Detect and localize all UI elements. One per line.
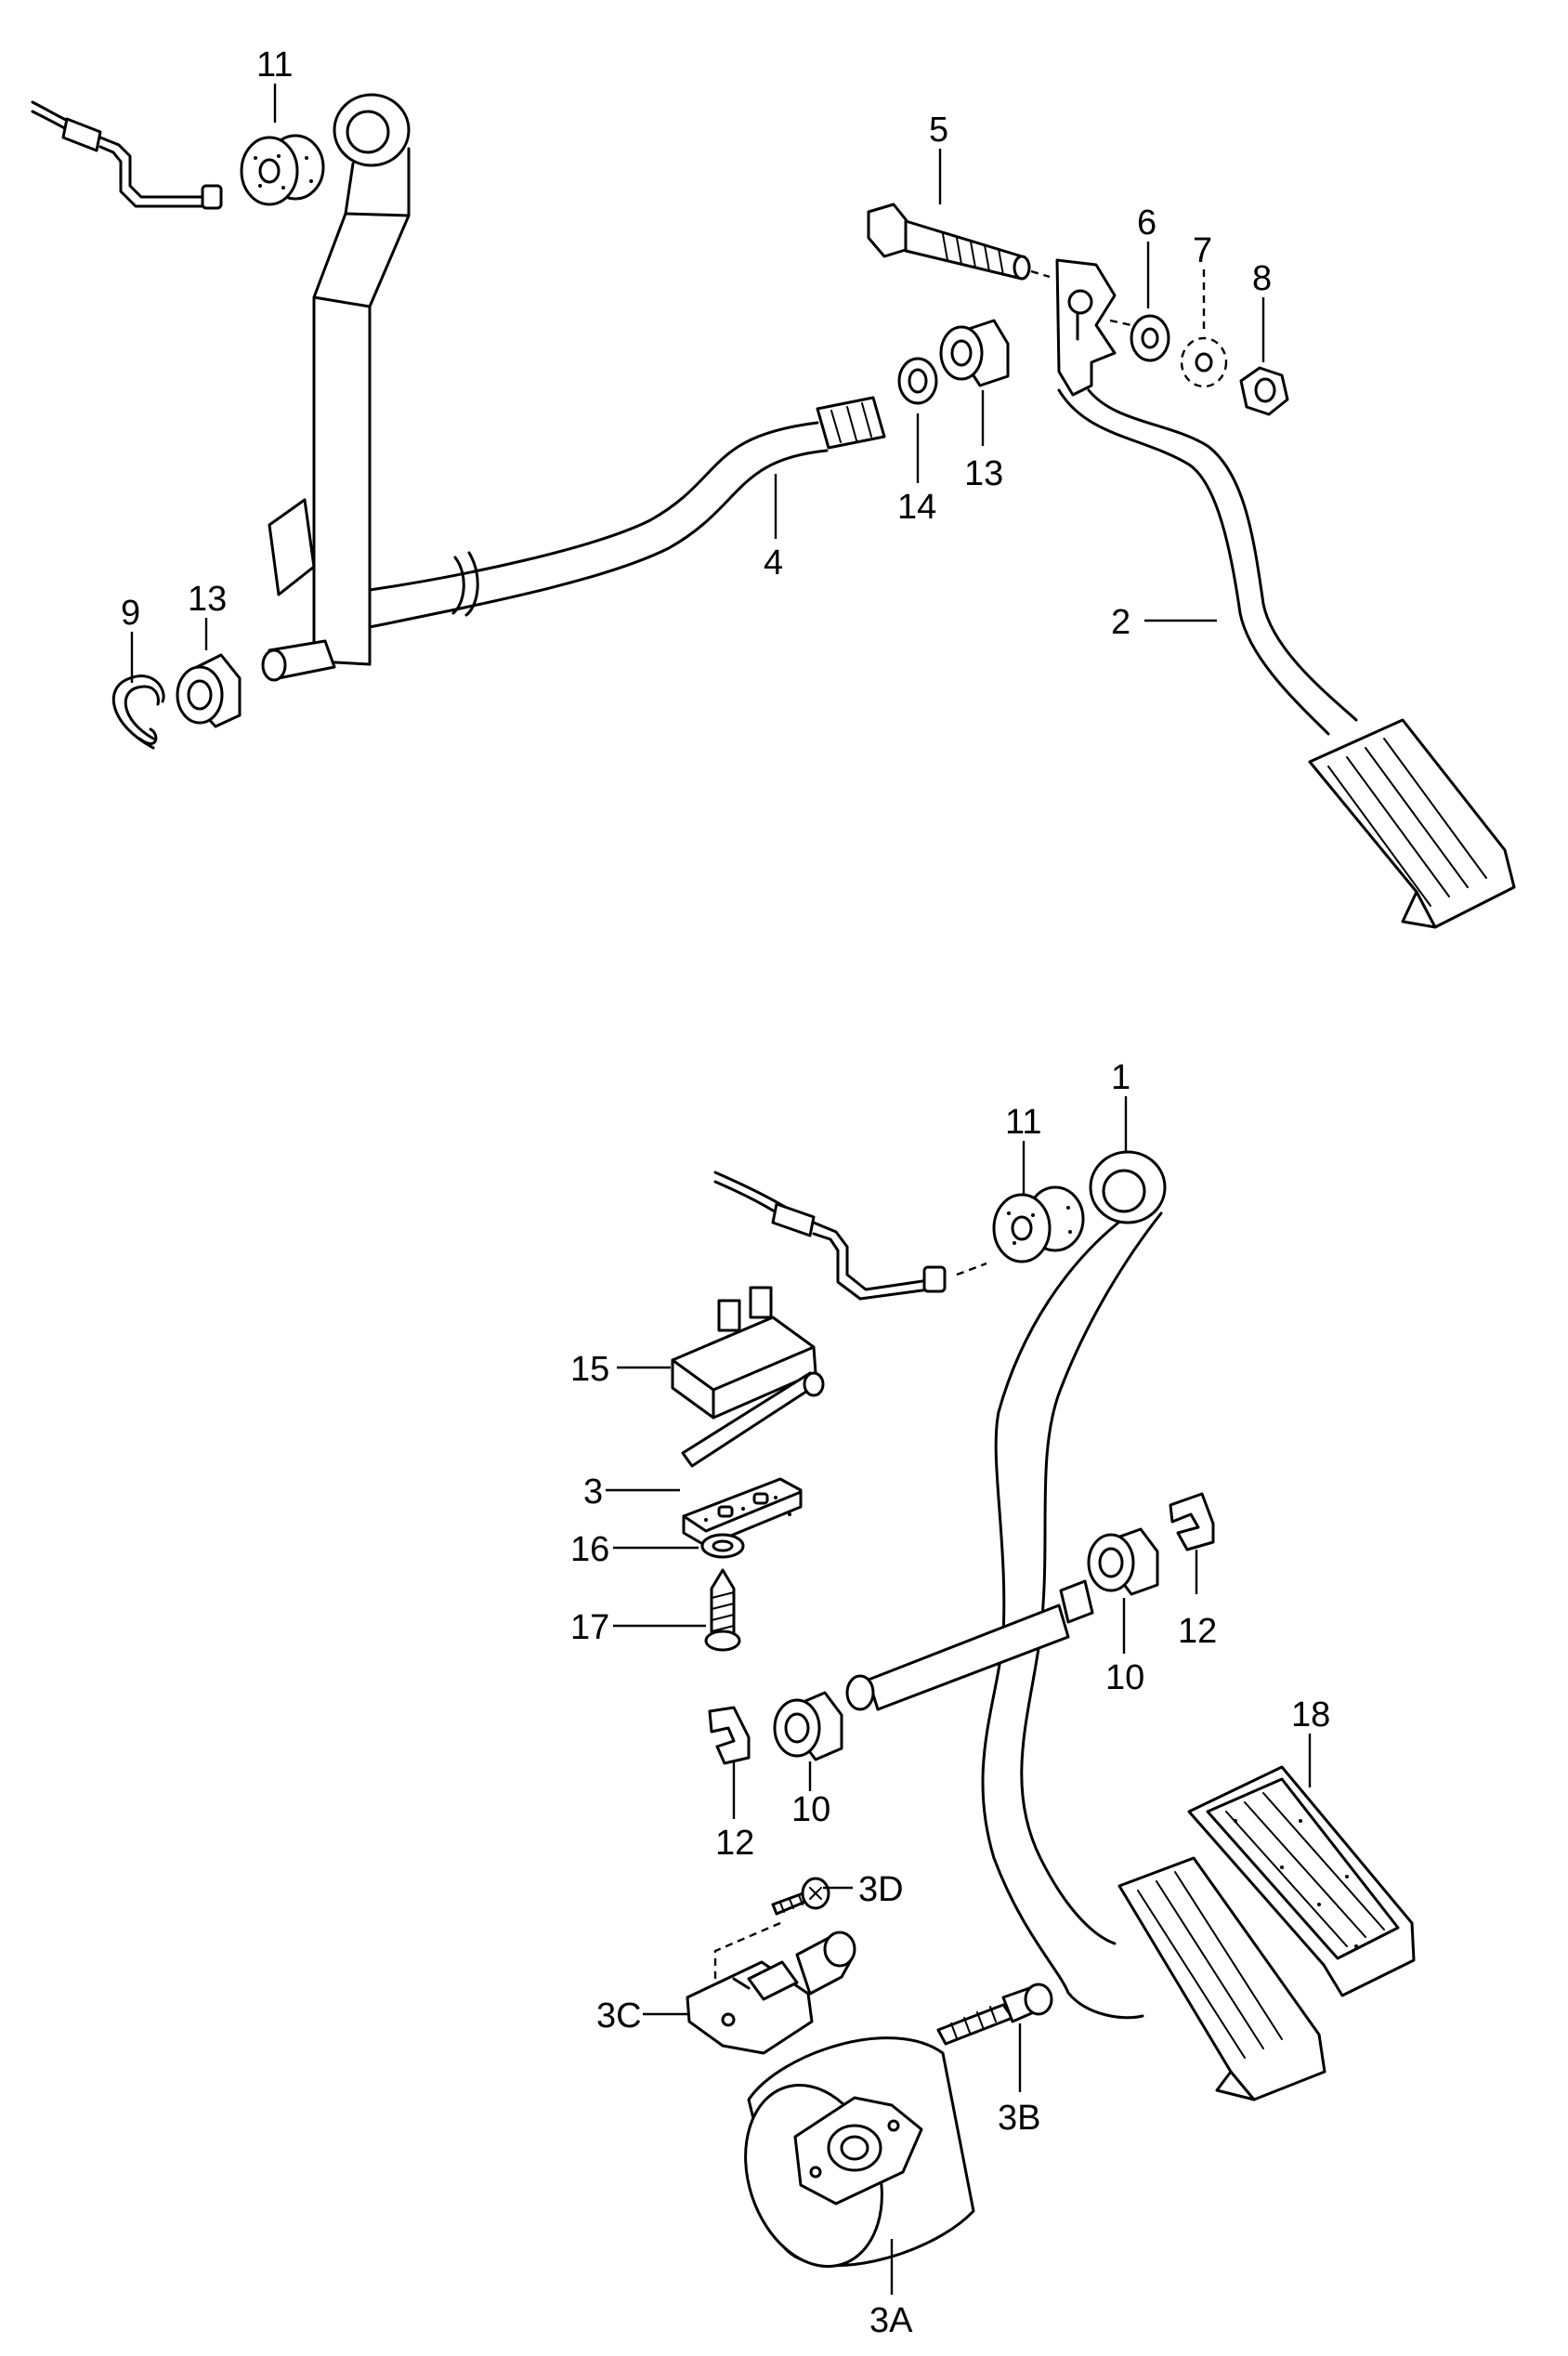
callout-3c: 3C: [596, 1996, 642, 2035]
screw-17: [704, 1568, 741, 1652]
callout-1: 1: [1111, 1058, 1130, 1097]
washer-16: [700, 1533, 745, 1559]
throttle-cable-bottom: [713, 1171, 987, 1301]
pedal-lever-arm: [268, 93, 411, 666]
callout-12-left: 12: [715, 1824, 754, 1863]
top-assembly: 11 5 6 7 8 14 13 4 2 9 13: [31, 46, 1516, 929]
clip-12-left: [708, 1706, 751, 1765]
pedal-shaft-4: [261, 396, 886, 682]
bolt-5: [867, 203, 1051, 281]
bushing-10-left: [773, 1691, 843, 1761]
callout-12-right: 12: [1178, 1612, 1217, 1651]
callout-10-right: 10: [1105, 1658, 1144, 1697]
callout-5: 5: [929, 111, 948, 150]
pedal-pad-top: [1308, 718, 1516, 929]
top-leader-lines: [130, 84, 1265, 683]
kickdown-switch-15: [671, 1286, 825, 1468]
callout-11-bottom: 11: [1005, 1103, 1041, 1142]
bushing-13-left: [176, 653, 242, 728]
switch-3c: [686, 1931, 856, 2055]
callout-3: 3: [583, 1472, 603, 1512]
callout-18: 18: [1291, 1695, 1330, 1734]
callout-3b: 3B: [998, 2099, 1040, 2138]
nut-8: [1239, 366, 1289, 416]
pedal-lever-2: [1055, 258, 1358, 736]
callout-4: 4: [764, 543, 783, 582]
callout-13-left: 13: [188, 580, 227, 619]
fitting-3b: [936, 1983, 1053, 2046]
callout-7: 7: [1193, 231, 1212, 270]
callout-8: 8: [1252, 259, 1272, 298]
callout-3d: 3D: [858, 1870, 904, 1909]
callout-10-left: 10: [791, 1790, 830, 1829]
switch-bracket-3: [682, 1477, 803, 1548]
grommet-11-top: [240, 134, 325, 206]
clip-12-right: [1169, 1492, 1215, 1551]
washer-6: [1130, 314, 1170, 362]
pedal-shaft-bottom: [845, 1579, 1094, 1711]
throttle-cable: [31, 100, 223, 210]
bushing-13-right: [939, 319, 1010, 387]
callout-11-top: 11: [256, 46, 293, 85]
callout-9: 9: [121, 594, 140, 633]
pedal-stop-3a: [744, 2036, 975, 2269]
circlip-9: [111, 674, 165, 750]
bottom-assembly: 1 11 15 3 16 17 12 10 12 10 18 3D 3C 3B …: [570, 1058, 1416, 2340]
washer-14: [897, 357, 938, 405]
callout-2: 2: [1111, 603, 1130, 642]
callout-16: 16: [570, 1530, 609, 1569]
pedal-cover-18: [1187, 1765, 1416, 1997]
callout-17: 17: [570, 1608, 609, 1647]
callout-6: 6: [1137, 203, 1156, 242]
grommet-11-bottom: [992, 1185, 1085, 1263]
pedal-pad-bottom: [1117, 1856, 1326, 2101]
callout-15: 15: [570, 1350, 609, 1389]
callout-3a: 3A: [869, 2301, 913, 2340]
bottom-leader-lines: [606, 1096, 1312, 2295]
screw-3d: [713, 1877, 830, 1988]
lock-washer-7: [1180, 336, 1228, 388]
bushing-10-right: [1087, 1527, 1159, 1596]
callout-13-right: 13: [964, 454, 1003, 493]
callout-14: 14: [897, 488, 936, 527]
